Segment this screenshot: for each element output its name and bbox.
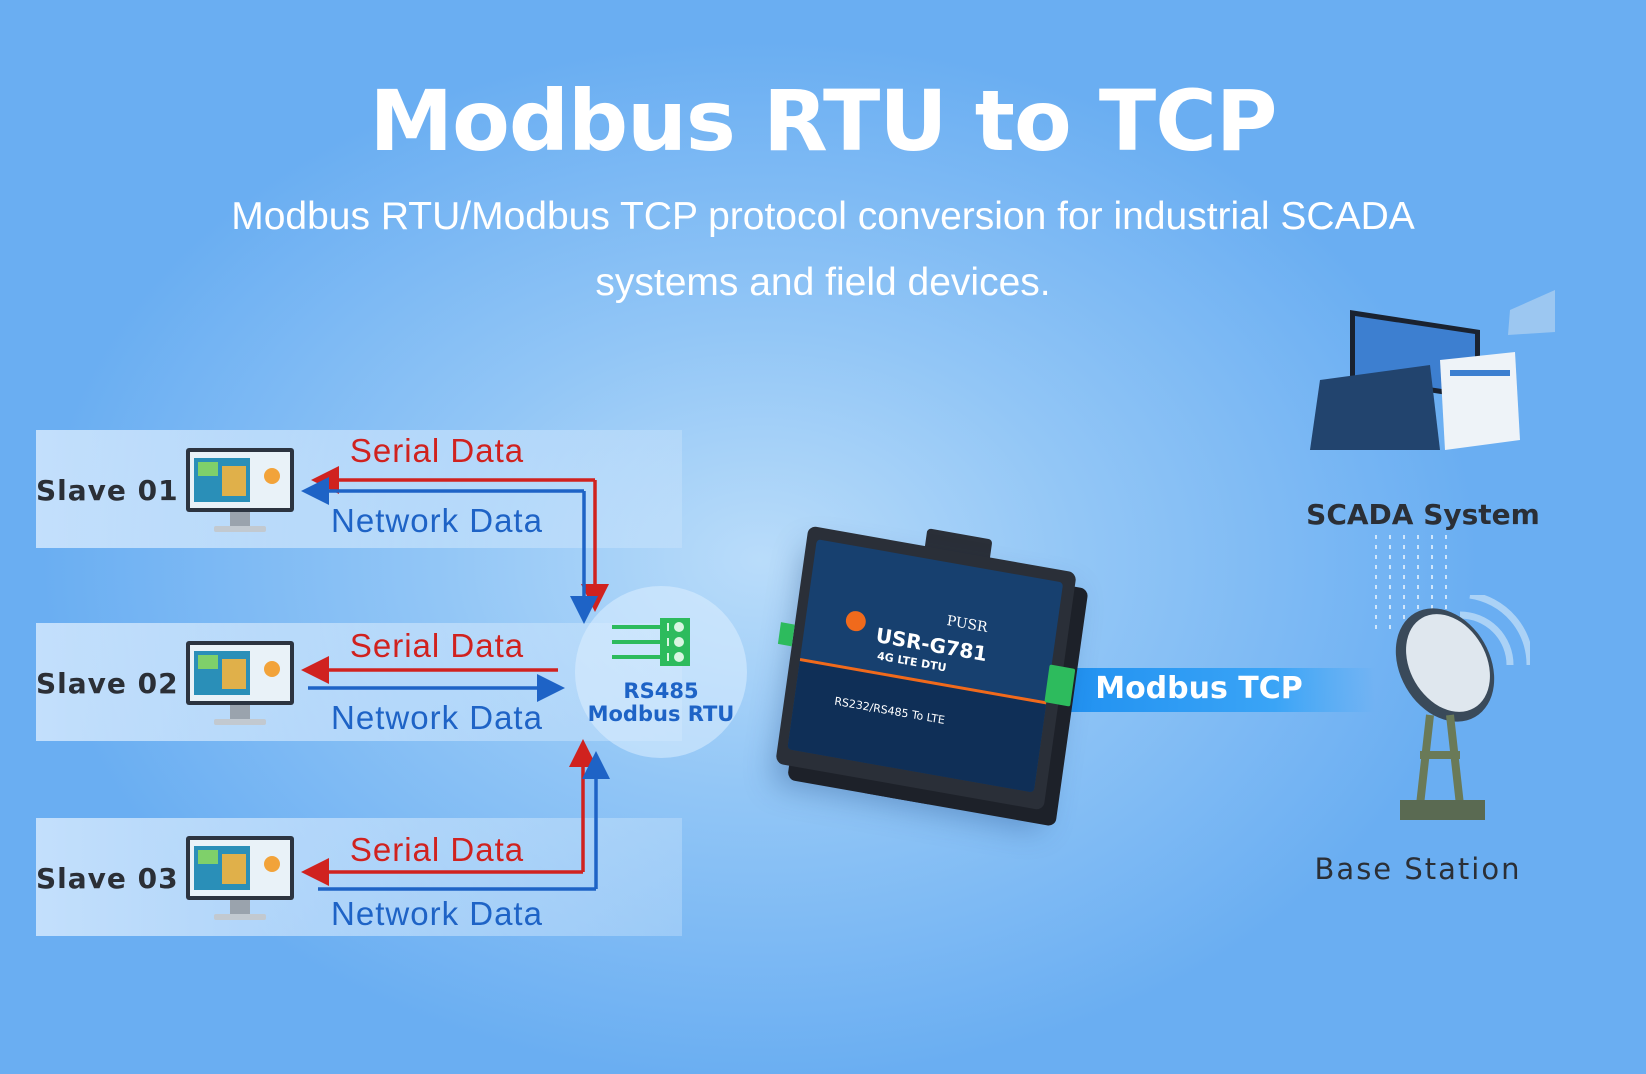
terminal-block [1044,664,1076,707]
serial-data-label: Serial Data [349,831,525,868]
network-data-label: Network Data [331,502,543,539]
logo-icon [844,609,868,633]
hub-line-2: Modbus RTU [587,702,735,726]
monitor-icon [186,448,294,532]
base-station-label: Base Station [1314,852,1522,886]
brand-label: PUSR [945,612,989,636]
page-title: Modbus RTU to TCP [369,72,1278,170]
slave-01-row [36,430,682,548]
modbus-tcp-link [1039,668,1375,712]
network-data-label: Network Data [331,895,543,932]
serial-data-label: Serial Data [349,627,525,664]
slave-02-row [36,623,682,741]
subtitle-line-1: Modbus RTU/Modbus TCP protocol conversio… [231,195,1415,238]
network-data-label: Network Data [331,699,543,736]
signal-dotted-lines [1375,535,1447,635]
slave-03-label: Slave 03 [36,862,179,895]
subtitle-line-2: systems and field devices. [595,261,1051,304]
monitor-icon [186,641,294,725]
slave-02-label: Slave 02 [36,667,179,700]
hub-line-1: RS485 [623,679,699,703]
serial-data-label: Serial Data [349,432,525,469]
monitor-icon [186,836,294,920]
slave-03-row [36,818,682,936]
base-station-dish [1395,595,1530,820]
modbus-tcp-label: Modbus TCP [1095,671,1303,706]
slave-01-label: Slave 01 [36,474,179,507]
terminal-connector-icon [612,618,690,666]
rs485-hub [575,586,747,758]
usr-g781-device: PUSR USR-G781 4G LTE DTU RS232/RS485 To … [775,525,1077,811]
scada-system-image [1310,290,1555,450]
scada-system-label: SCADA System [1306,498,1540,531]
